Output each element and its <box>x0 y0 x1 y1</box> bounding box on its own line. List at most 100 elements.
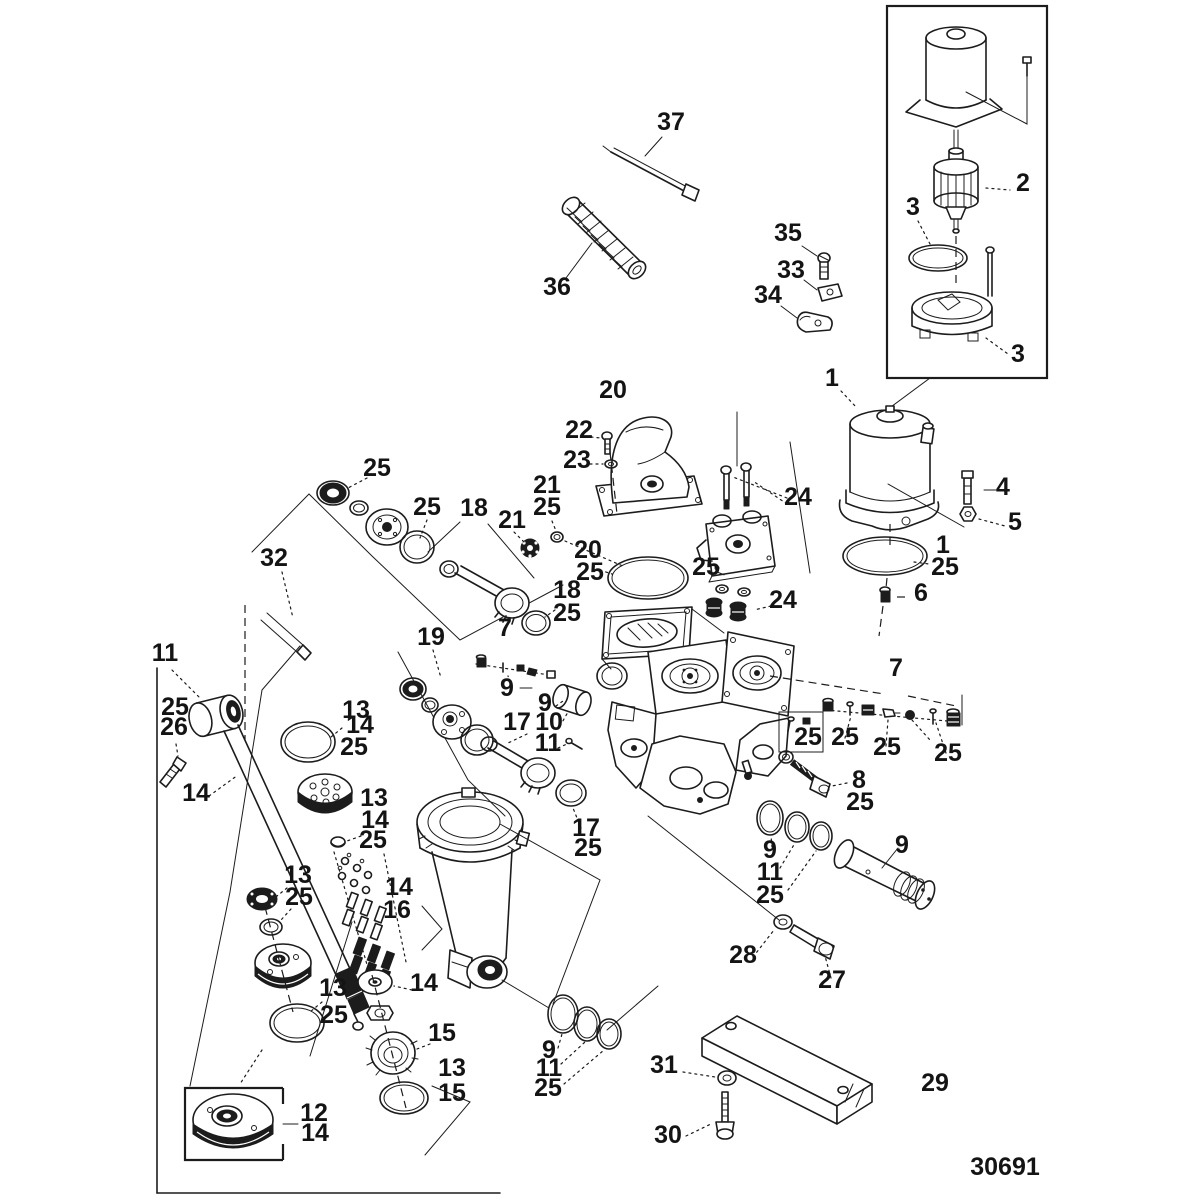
callout-label-14: 14 <box>385 873 413 901</box>
callout-label-25: 25 <box>340 733 368 761</box>
callout-label-11: 11 <box>757 858 784 886</box>
callout-label-25: 25 <box>161 693 189 721</box>
trim-rod-left <box>159 694 370 1031</box>
callout-label-14: 14 <box>346 711 374 739</box>
callout-label-9: 9 <box>500 674 514 702</box>
callout-label-25: 25 <box>574 834 602 862</box>
callout-label-30691: 30691 <box>970 1153 1040 1181</box>
callout-label-18: 18 <box>553 576 581 604</box>
callout-label-25: 25 <box>553 599 581 627</box>
callout-label-13: 13 <box>342 696 370 724</box>
callout-label-32: 32 <box>260 544 288 572</box>
callout-label-12: 12 <box>300 1099 328 1127</box>
callout-label-25: 25 <box>756 881 784 909</box>
callout-label-25: 25 <box>934 739 962 767</box>
callout-label-25: 25 <box>320 1001 348 1029</box>
callout-label-25: 25 <box>931 553 959 581</box>
manifold-body <box>596 606 795 815</box>
callout-label-20: 20 <box>599 376 627 404</box>
pump-assembly-group <box>696 411 811 622</box>
callout-label-23: 23 <box>563 446 591 474</box>
callout-label-14: 14 <box>182 779 210 807</box>
tilt-pin <box>833 839 936 910</box>
callout-label-6: 6 <box>914 579 928 607</box>
trim-piston-stack <box>280 721 395 989</box>
callout-label-27: 27 <box>818 966 846 994</box>
bolt-27-28 <box>647 815 835 979</box>
callout-label-25: 25 <box>692 553 720 581</box>
callout-label-25: 25 <box>576 558 604 586</box>
cap-15-column <box>357 969 471 1156</box>
end-cap-12-14 <box>183 1049 299 1162</box>
callout-label-1: 1 <box>936 531 950 559</box>
anode-group <box>682 1015 873 1140</box>
callout-label-11: 11 <box>536 1054 563 1082</box>
braided-hose <box>561 196 647 280</box>
callout-label-13: 13 <box>284 861 312 889</box>
callout-label-36: 36 <box>543 273 571 301</box>
callout-label-30: 30 <box>654 1121 682 1149</box>
callout-label-3: 3 <box>1011 340 1025 368</box>
callout-label-25: 25 <box>359 826 387 854</box>
valve-8 <box>778 750 848 798</box>
callout-label-21: 21 <box>533 471 561 499</box>
callout-label-13: 13 <box>360 784 388 812</box>
rings-mid <box>756 800 833 891</box>
callout-label-3: 3 <box>906 193 920 221</box>
tilt-cylinder <box>416 787 659 1031</box>
callout-label-15: 15 <box>438 1079 466 1107</box>
callout-label-25: 25 <box>534 1074 562 1102</box>
callout-label-33: 33 <box>777 256 805 284</box>
callout-label-24: 24 <box>769 586 797 614</box>
check-valve-column <box>246 887 325 1043</box>
callout-label-7: 7 <box>498 614 512 642</box>
callout-label-25: 25 <box>831 723 859 751</box>
valve-chain-7 <box>769 675 963 754</box>
callout-label-25: 25 <box>363 454 391 482</box>
callout-label-17: 17 <box>572 814 600 842</box>
callout-label-25: 25 <box>846 788 874 816</box>
callout-label-34: 34 <box>754 281 782 309</box>
clamp-parts-group <box>780 245 843 333</box>
callout-label-24: 24 <box>784 483 812 511</box>
callout-label-7: 7 <box>889 654 903 682</box>
callout-label-20: 20 <box>574 536 602 564</box>
callout-label-17: 17 <box>503 708 531 736</box>
callout-label-14: 14 <box>410 969 438 997</box>
rings-bottom <box>547 994 622 1085</box>
callout-label-22: 22 <box>565 416 593 444</box>
callout-label-21: 21 <box>498 506 526 534</box>
callout-label-28: 28 <box>729 941 757 969</box>
callout-label-25: 25 <box>413 493 441 521</box>
callout-label-5: 5 <box>1008 508 1022 536</box>
callout-label-9: 9 <box>763 836 777 864</box>
callout-label-9: 9 <box>538 689 552 717</box>
callout-label-25: 25 <box>794 723 822 751</box>
callout-label-14: 14 <box>361 806 389 834</box>
callout-label-9: 9 <box>542 1036 556 1064</box>
reservoir-cover-group <box>513 416 703 600</box>
valve-chain-9 <box>475 654 592 750</box>
callout-label-25: 25 <box>285 883 313 911</box>
callout-label-19: 19 <box>417 623 445 651</box>
callout-label-11: 11 <box>152 639 179 667</box>
callout-label-13: 13 <box>319 974 347 1002</box>
callout-label-1: 1 <box>825 364 839 392</box>
callout-label-26: 26 <box>160 713 188 741</box>
callout-label-9: 9 <box>895 831 909 859</box>
callout-label-15: 15 <box>428 1019 456 1047</box>
callout-label-31: 31 <box>650 1051 678 1079</box>
callout-label-37: 37 <box>657 108 685 136</box>
rod-18-cluster <box>251 477 564 641</box>
callout-label-18: 18 <box>460 494 488 522</box>
callout-label-29: 29 <box>921 1069 949 1097</box>
callout-label-11: 11 <box>535 729 562 757</box>
pump-19-cluster <box>397 649 587 829</box>
callout-label-25: 25 <box>533 493 561 521</box>
callout-label-2: 2 <box>1016 169 1030 197</box>
callout-label-10: 10 <box>535 708 563 736</box>
callout-label-13: 13 <box>438 1054 466 1082</box>
